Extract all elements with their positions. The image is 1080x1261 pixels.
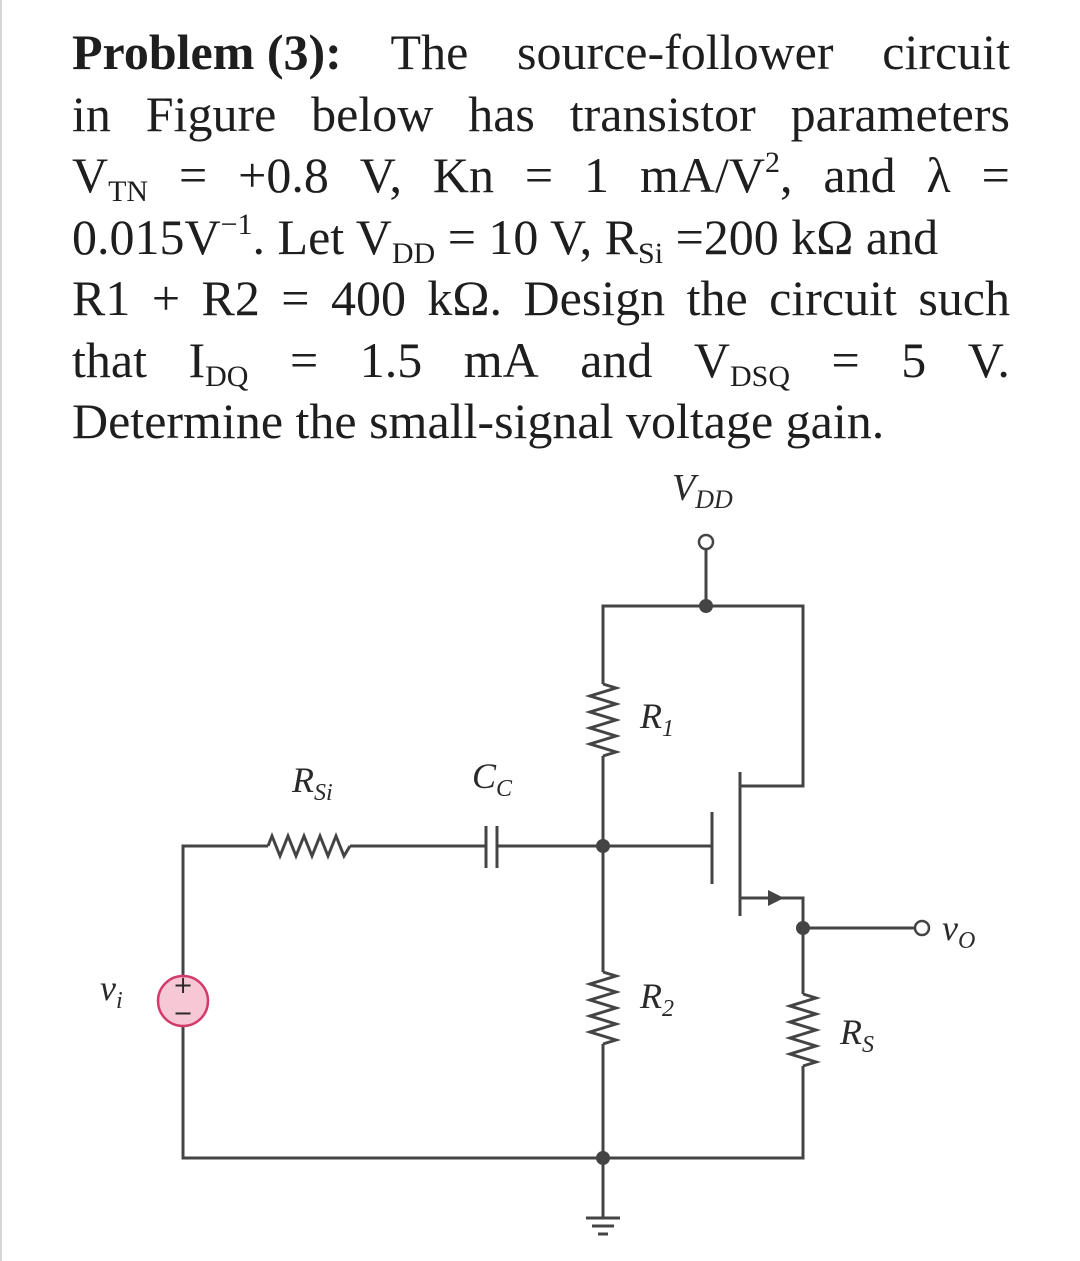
word: = [981, 147, 1010, 203]
rs-resistor [784, 992, 822, 1068]
word: transistor [569, 85, 756, 142]
source-minus-sign: − [173, 999, 193, 1027]
r1-label: R1 [639, 696, 674, 742]
word: Kn [432, 147, 494, 203]
word: V, [359, 147, 402, 203]
word: and [580, 331, 653, 388]
junction-dot [596, 839, 610, 853]
problem-statement: Problem (3): The source-follower circuit… [72, 22, 1010, 453]
circuit-wires [181, 533, 931, 1236]
word: +0.8 [238, 147, 329, 203]
word: the [686, 270, 748, 326]
problem-line-5: R1 + R2 = 400 kΩ. Design the circuit suc… [72, 268, 1010, 330]
problem-question: Determine the small-signal voltage gain. [72, 393, 885, 449]
word: and [823, 147, 896, 203]
word: = [524, 147, 554, 203]
idq-symbol: IDQ [188, 331, 249, 393]
vo-terminal [913, 919, 931, 937]
rsi-resistor [266, 831, 352, 861]
vtn-symbol: VTN [72, 147, 149, 208]
word: = [831, 331, 860, 388]
r1-resistor [584, 682, 622, 758]
word: + [151, 270, 181, 326]
word: circuit [769, 270, 897, 326]
vdd-label: VDD [672, 467, 733, 514]
word: R2 [201, 270, 260, 326]
problem-line-4: 0.015V−1. Let VDD = 10 V, RSi =200 kΩ an… [72, 207, 1010, 269]
word: 1.5 [359, 331, 423, 388]
word: 400 [330, 270, 406, 326]
word: Design [523, 270, 666, 326]
word: Figure [145, 85, 277, 142]
word: = [289, 331, 319, 388]
word: The [390, 24, 469, 80]
junction-dot [596, 1151, 610, 1165]
problem-line-3: VTN = +0.8 V, Kn = 1 mA/V2, and λ = [72, 145, 1010, 207]
word: V. [967, 331, 1010, 388]
word: 1 [584, 147, 610, 203]
junction-dot [699, 599, 713, 613]
junction-dots [596, 599, 810, 1165]
vdsq-symbol: VDSQ [693, 331, 791, 393]
word: such [918, 270, 1010, 326]
junction-dot [796, 921, 810, 935]
word: in [72, 85, 111, 142]
problem-number: Problem (3): [72, 24, 342, 80]
problem-line-6: that IDQ = 1.5 mA and VDSQ = 5 V. [72, 330, 1010, 392]
source-wire [780, 896, 805, 928]
word: 5 [901, 331, 927, 388]
word: kΩ. [427, 270, 503, 326]
word: λ [926, 147, 951, 203]
word: source-follower [517, 24, 834, 80]
rs-label: RS [839, 1012, 874, 1058]
vo-label: vO [942, 908, 975, 954]
word: that [72, 331, 147, 388]
word: parameters [790, 85, 1010, 142]
voltage-source-icon [156, 974, 210, 1028]
vi-label: vi [100, 968, 123, 1014]
word: has [468, 85, 535, 142]
kn-unit: mA/V2, [639, 146, 793, 203]
word: = [179, 147, 208, 203]
lambda-value: 0.015V−1. Let VDD = 10 V, RSi =200 kΩ an… [72, 207, 939, 270]
problem-line-1: Problem (3): The source-follower circuit [72, 22, 1010, 84]
word: = [281, 270, 310, 326]
word: circuit [882, 24, 1010, 80]
vdd-terminal [697, 533, 715, 551]
r2-label: R2 [639, 976, 674, 1022]
source-plus-sign: + [173, 971, 193, 999]
input-wire [181, 844, 268, 976]
problem-line-7: Determine the small-signal voltage gain. [72, 391, 1010, 453]
word: below [311, 85, 434, 142]
word: mA [463, 331, 539, 388]
top-rail [601, 604, 805, 788]
problem-line-2: in Figure below has transistor parameter… [72, 84, 1010, 146]
cc-label: CC [472, 756, 513, 802]
source-arrow-icon [768, 890, 784, 906]
r2-resistor [584, 970, 622, 1046]
rsi-label: RSi [291, 760, 333, 806]
word: R1 [72, 270, 131, 326]
page-edge [0, 0, 2, 1261]
bottom-rail [181, 1026, 805, 1160]
